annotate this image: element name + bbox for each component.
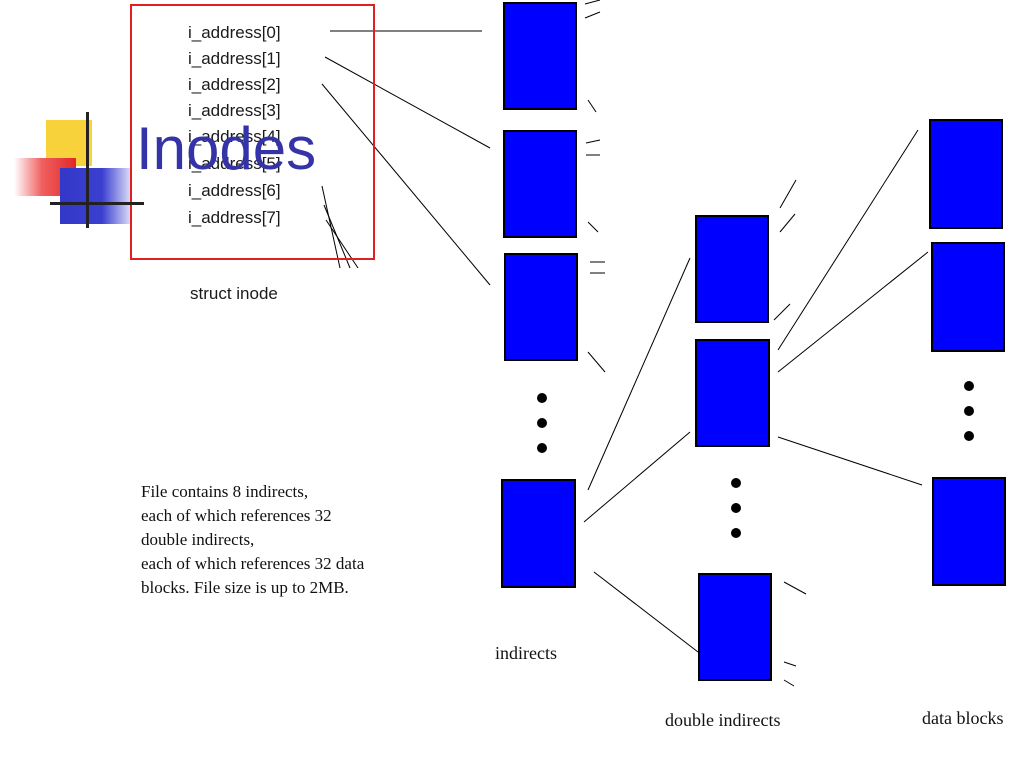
slide-logo [14, 112, 144, 232]
inode-address-7: i_address[7] [188, 208, 281, 227]
indirect-block-last [501, 479, 576, 588]
logo-vertical-line [86, 112, 89, 228]
inode-address-0: i_address[0] [188, 23, 281, 42]
description-line: double indirects, [141, 530, 255, 549]
struct-inode-caption: struct inode [190, 284, 278, 303]
inode-address-6: i_address[6] [188, 181, 281, 200]
description-line: each of which references 32 [141, 506, 332, 525]
logo-blue-square [60, 168, 130, 224]
description-line: blocks. File size is up to 2MB. [141, 578, 349, 597]
double-indirect-block [695, 215, 769, 323]
data-block [931, 242, 1005, 352]
data-block [929, 119, 1003, 229]
inode-address-5: i_address[5] [188, 154, 281, 173]
double-indirect-block-last [698, 573, 772, 681]
data-block-last [932, 477, 1006, 586]
inode-address-2: i_address[2] [188, 75, 281, 94]
data-blocks-caption: data blocks [922, 708, 1004, 728]
indirect-block [504, 253, 578, 361]
description-line: File contains 8 indirects, [141, 482, 309, 501]
slide-title: Inodes [136, 115, 317, 182]
indirect-block [503, 130, 577, 238]
inode-address-3: i_address[3] [188, 101, 281, 120]
description-text: File contains 8 indirects, each of which… [141, 480, 364, 600]
inode-address-4: i_address[4] [188, 127, 281, 146]
double-indirect-block [695, 339, 770, 447]
indirect-block [503, 2, 577, 110]
struct-inode-box [130, 4, 375, 260]
description-line: each of which references 32 data [141, 554, 365, 573]
logo-horizontal-line [50, 202, 144, 205]
indirect-ellipsis [537, 393, 549, 468]
double-indirects-caption: double indirects [665, 710, 781, 730]
data-block-ellipsis [964, 381, 976, 456]
inode-address-1: i_address[1] [188, 49, 281, 68]
indirects-caption: indirects [495, 643, 557, 663]
double-indirect-ellipsis [731, 478, 743, 553]
